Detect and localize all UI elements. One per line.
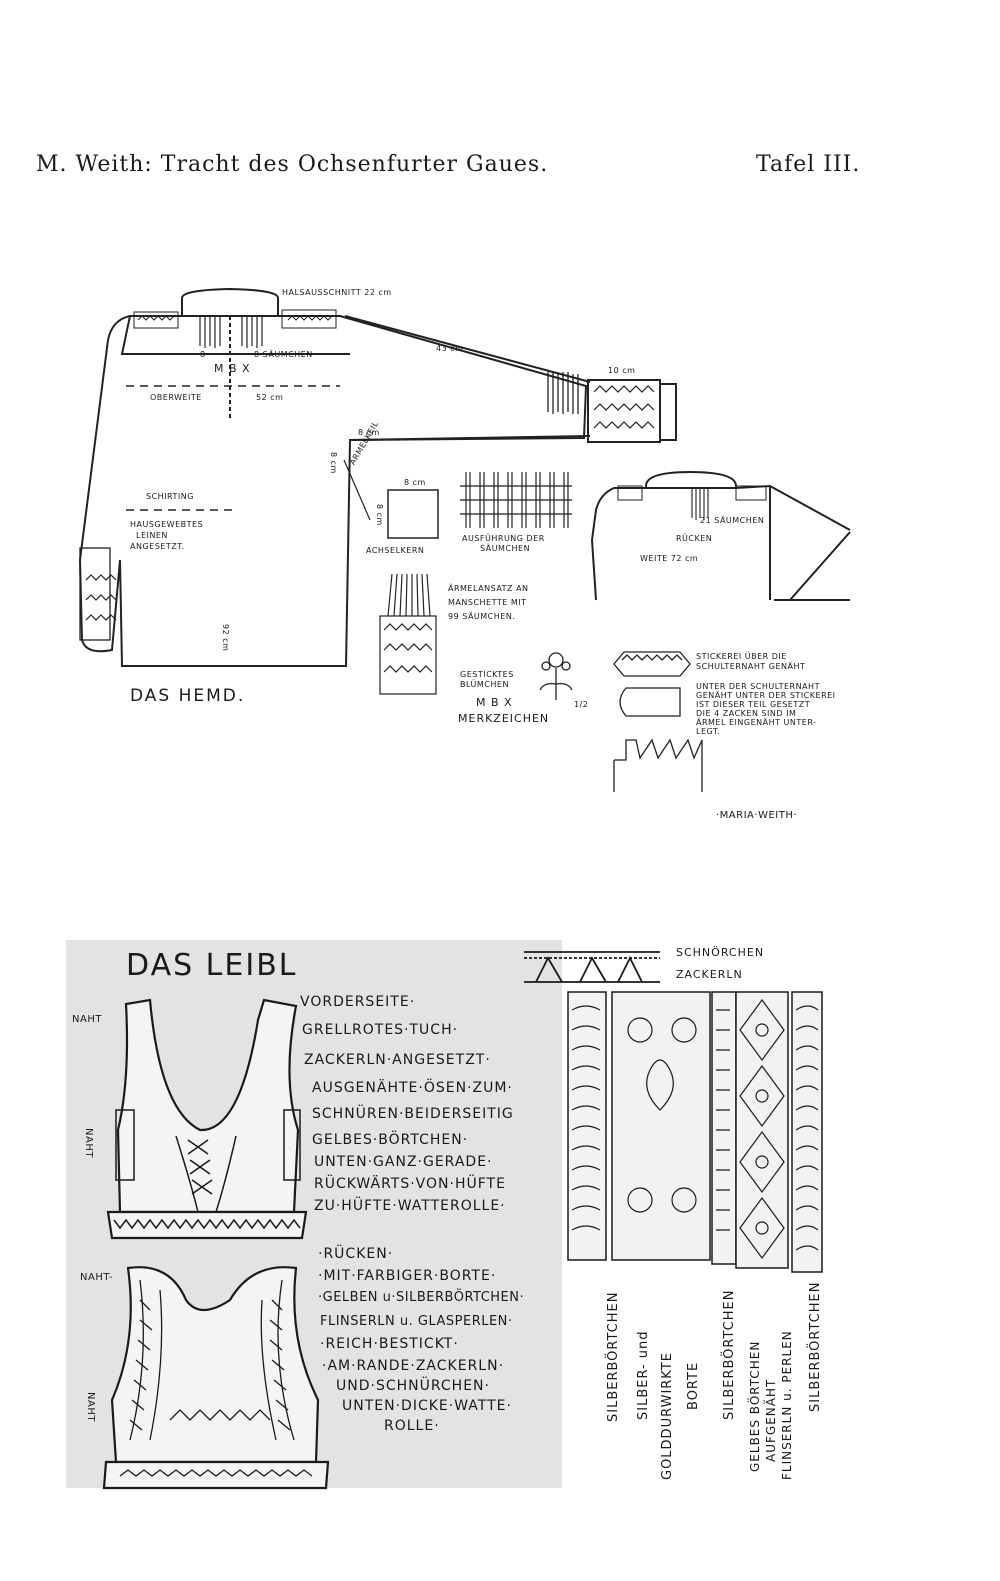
oberweite-label: OBERWEITE bbox=[150, 393, 202, 402]
sleeve-length-label: 43 cm bbox=[436, 344, 464, 353]
zackerln-label: ZACKERLN bbox=[676, 968, 743, 981]
back-saeumchen-label: 21 SÄUMCHEN bbox=[700, 516, 765, 525]
tiny-mark: 1/2 bbox=[574, 700, 589, 709]
weite-label: WEITE 72 cm bbox=[640, 554, 699, 563]
back-line-3: ·GELBEN u·SILBERBÖRTCHEN· bbox=[318, 1290, 525, 1305]
front-line-5: SCHNÜREN·BEIDERSEITIG bbox=[312, 1106, 514, 1122]
naht-label-1: NAHT bbox=[72, 1014, 102, 1025]
front-line-6: GELBES·BÖRTCHEN· bbox=[312, 1132, 469, 1148]
front-line-3: ZACKERLN·ANGESETZT· bbox=[304, 1052, 491, 1068]
naht-label-2: NAHT bbox=[83, 1128, 94, 1158]
gesticktes-line-2: BLÜMCHEN bbox=[460, 680, 509, 689]
oberweite-value: 52 cm bbox=[256, 393, 284, 402]
back-line-8: UNTEN·DICKE·WATTE· bbox=[342, 1398, 512, 1414]
strip-label-4: BORTE bbox=[686, 1361, 701, 1410]
ausfuehrung-line-2: SÄUMCHEN bbox=[480, 544, 531, 553]
unter-line-3: IST DIESER TEIL GESETZT bbox=[696, 700, 811, 709]
saeumchen-label: 8 SÄUMCHEN bbox=[254, 350, 313, 359]
back-line-2: ·MIT·FARBIGER·BORTE· bbox=[318, 1268, 497, 1284]
strip-label-3: GOLDDURWIRKTE bbox=[660, 1352, 675, 1480]
aermelansatz-line-3: 99 SÄUMCHEN. bbox=[448, 612, 516, 621]
schnoerchen-label: SCHNÖRCHEN bbox=[676, 946, 765, 959]
stickerei-line-1: STICKEREI ÜBER DIE bbox=[696, 652, 787, 661]
unter-line-6: LEGT. bbox=[696, 727, 721, 736]
plate-header-title: M. Weith: Tracht des Ochsenfurter Gaues. bbox=[36, 152, 549, 177]
aermelansatz-line-2: MANSCHETTE MIT bbox=[448, 598, 527, 607]
back-line-7: UND·SCHNÜRCHEN· bbox=[336, 1378, 490, 1394]
leibl-title: DAS LEIBL bbox=[126, 948, 298, 983]
ruecken-label: RÜCKEN bbox=[676, 534, 713, 543]
front-line-1: VORDERSEITE· bbox=[300, 994, 416, 1010]
back-line-1: ·RÜCKEN· bbox=[318, 1246, 394, 1262]
strip-label-8: FLINSERLN u. PERLEN bbox=[780, 1330, 794, 1480]
back-line-9: ROLLE· bbox=[384, 1418, 440, 1434]
merkzeichen-label: MERKZEICHEN bbox=[458, 712, 550, 725]
naht-label-4: NAHT bbox=[85, 1392, 96, 1422]
strip-label-9: SILBERBÖRTCHEN bbox=[808, 1281, 823, 1412]
strip-label-7: AUFGENÄHT bbox=[764, 1378, 778, 1462]
merk-letters: M B X bbox=[476, 696, 513, 709]
gesticktes-line-1: GESTICKTES bbox=[460, 670, 514, 679]
achsel-top-label: 8 cm bbox=[404, 478, 426, 487]
front-line-4: AUSGENÄHTE·ÖSEN·ZUM· bbox=[312, 1080, 513, 1096]
aermelansatz-line-1: ÄRMELANSATZ AN bbox=[448, 584, 529, 593]
strip-label-2: SILBER- und bbox=[636, 1330, 651, 1420]
armpit-label: 8 cm bbox=[358, 428, 380, 437]
front-line-7: UNTEN·GANZ·GERADE· bbox=[314, 1154, 493, 1170]
back-line-5: ·REICH·BESTICKT· bbox=[320, 1336, 459, 1352]
back-line-6: ·AM·RANDE·ZACKERLN· bbox=[322, 1358, 505, 1374]
artist-signature: ·MARIA·WEITH· bbox=[716, 810, 798, 821]
hausgewebtes-line-1: HAUSGEWEBTES bbox=[130, 520, 204, 529]
ausfuehrung-line-1: AUSFÜHRUNG DER bbox=[462, 534, 545, 543]
hausgewebtes-line-3: ANGESETZT. bbox=[130, 542, 185, 551]
front-line-2: GRELLROTES·TUCH· bbox=[302, 1022, 459, 1038]
front-line-8: RÜCKWÄRTS·VON·HÜFTE bbox=[314, 1176, 506, 1192]
back-line-4: FLINSERLN u. GLASPERLEN· bbox=[320, 1314, 513, 1329]
naht-label-3: NAHT- bbox=[80, 1272, 114, 1283]
eight-label: 8 bbox=[200, 350, 206, 359]
strip-label-1: SILBERBÖRTCHEN bbox=[606, 1291, 621, 1422]
front-line-9: ZU·HÜFTE·WATTEROLLE· bbox=[314, 1198, 506, 1214]
unter-line-5: ÄRMEL EINGENÄHT UNTER- bbox=[696, 718, 817, 727]
monogram-top: M B X bbox=[214, 362, 251, 375]
bodice-back bbox=[110, 1266, 320, 1464]
cuff-width-label: 10 cm bbox=[608, 366, 636, 375]
hemd-title: DAS HEMD. bbox=[130, 686, 246, 706]
bodice-front bbox=[116, 998, 300, 1214]
achselkern-label: ACHSELKERN bbox=[366, 546, 425, 555]
plate-number: Tafel III. bbox=[756, 152, 861, 177]
hausgewebtes-line-2: LEINEN bbox=[136, 531, 168, 540]
shirt-front bbox=[78, 315, 588, 667]
strip-label-5: SILBERBÖRTCHEN bbox=[722, 1289, 737, 1420]
halsausschnitt-label: HALSAUSSCHNITT 22 cm bbox=[282, 288, 392, 297]
shirt-collar bbox=[181, 287, 279, 317]
unter-line-1: UNTER DER SCHULTERNAHT bbox=[696, 682, 820, 691]
strip-label-6: GELBES BÖRTCHEN bbox=[748, 1340, 762, 1472]
stickerei-line-2: SCHULTERNAHT GENÄHT bbox=[696, 662, 806, 671]
unter-line-4: DIE 4 ZACKEN SIND IM bbox=[696, 709, 797, 718]
schirting-label: SCHIRTING bbox=[146, 492, 194, 501]
unter-line-2: GENÄHT UNTER DER STICKEREI bbox=[696, 691, 836, 700]
